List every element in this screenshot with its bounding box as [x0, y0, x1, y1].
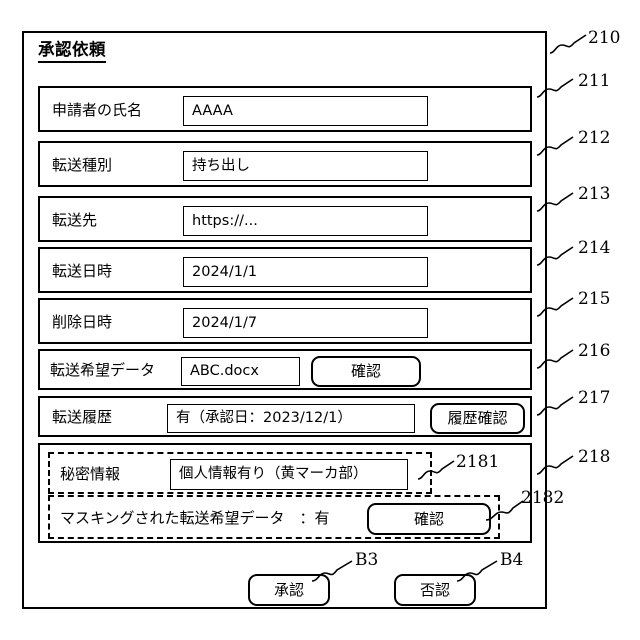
leader-line-2181 [417, 460, 457, 482]
input-requested-data[interactable]: ABC.docx [181, 357, 300, 386]
label-destination: 転送先 [52, 211, 98, 229]
ref-label-214: 214 [578, 238, 611, 258]
value-delete-date: 2024/1/7 [192, 314, 258, 331]
ref-label-2181: 2181 [456, 452, 500, 472]
leader-line-215 [536, 297, 576, 319]
leader-line-2182 [485, 500, 525, 522]
label-requested-data: 転送希望データ [50, 361, 156, 379]
ref-label-216: 216 [578, 341, 611, 361]
history-confirm-button[interactable]: 履歴確認 [430, 403, 525, 434]
ref-label-b4: B4 [500, 550, 524, 570]
secret-information-section: 秘密情報 個人情報有り（黄マーカ部） マスキングされた転送希望データ ：有 確認 [38, 443, 532, 543]
input-transfer-history[interactable]: 有（承認日：2023/12/1） [167, 404, 415, 433]
label-transfer-date: 転送日時 [52, 262, 113, 280]
leader-line-217 [536, 396, 576, 418]
masked-data-group: マスキングされた転送希望データ ：有 確認 [48, 495, 500, 539]
input-destination[interactable]: https://... [183, 206, 428, 236]
leader-line-216 [536, 349, 576, 371]
field-row-applicant-name: 申請者の氏名 AAAA [38, 86, 532, 132]
label-transfer-history: 転送履歴 [52, 408, 113, 426]
value-transfer-history: 有（承認日：2023/12/1） [176, 410, 352, 427]
ref-label-211: 211 [578, 71, 611, 91]
value-confidential-info: 個人情報有り（黄マーカ部） [179, 466, 368, 483]
leader-line-214 [536, 246, 576, 268]
field-row-delete-date: 削除日時 2024/1/7 [38, 298, 532, 344]
leader-line-212 [536, 136, 576, 158]
input-confidential-info[interactable]: 個人情報有り（黄マーカ部） [170, 459, 408, 490]
ref-label-210: 210 [588, 28, 621, 48]
label-transfer-type: 転送種別 [52, 156, 113, 174]
ref-label-218: 218 [578, 447, 611, 467]
input-delete-date[interactable]: 2024/1/7 [183, 308, 428, 338]
ref-label-212: 212 [578, 128, 611, 148]
field-row-destination: 転送先 https://... [38, 196, 532, 242]
reject-button[interactable]: 否認 [394, 574, 476, 606]
confirm-masked-data-button[interactable]: 確認 [367, 503, 491, 535]
ref-label-b3: B3 [355, 550, 379, 570]
label-delete-date: 削除日時 [52, 313, 113, 331]
value-applicant-name: AAAA [192, 102, 233, 119]
leader-line-213 [536, 192, 576, 214]
value-requested-data: ABC.docx [190, 363, 259, 380]
leader-line-211 [536, 78, 576, 100]
field-row-transfer-date: 転送日時 2024/1/1 [38, 247, 532, 293]
input-applicant-name[interactable]: AAAA [183, 96, 428, 126]
confidential-info-group: 秘密情報 個人情報有り（黄マーカ部） [48, 452, 432, 494]
field-row-requested-data: 転送希望データ ABC.docx 確認 [38, 349, 532, 390]
confirm-requested-data-button[interactable]: 確認 [311, 356, 421, 387]
leader-line-210 [549, 34, 589, 56]
leader-line-b4 [456, 560, 500, 584]
leader-line-218 [536, 455, 576, 477]
input-transfer-type[interactable]: 持ち出し [183, 151, 428, 181]
ref-label-215: 215 [578, 289, 611, 309]
ref-label-2182: 2182 [521, 488, 565, 508]
value-transfer-date: 2024/1/1 [192, 263, 258, 280]
approval-request-window: 承認依頼 申請者の氏名 AAAA 転送種別 持ち出し 転送先 https://.… [22, 31, 547, 609]
input-transfer-date[interactable]: 2024/1/1 [183, 257, 428, 287]
page-title: 承認依頼 [38, 40, 106, 63]
ref-label-213: 213 [578, 184, 611, 204]
ref-label-217: 217 [578, 388, 611, 408]
label-applicant-name: 申請者の氏名 [52, 101, 143, 119]
value-transfer-type: 持ち出し [192, 157, 250, 174]
field-row-transfer-type: 転送種別 持ち出し [38, 141, 532, 187]
field-row-transfer-history: 転送履歴 有（承認日：2023/12/1） 履歴確認 [38, 396, 532, 437]
leader-line-b3 [311, 560, 355, 584]
value-destination: https://... [192, 212, 258, 229]
label-confidential-info: 秘密情報 [60, 465, 121, 483]
label-masked-data: マスキングされた転送希望データ ：有 [60, 509, 330, 527]
